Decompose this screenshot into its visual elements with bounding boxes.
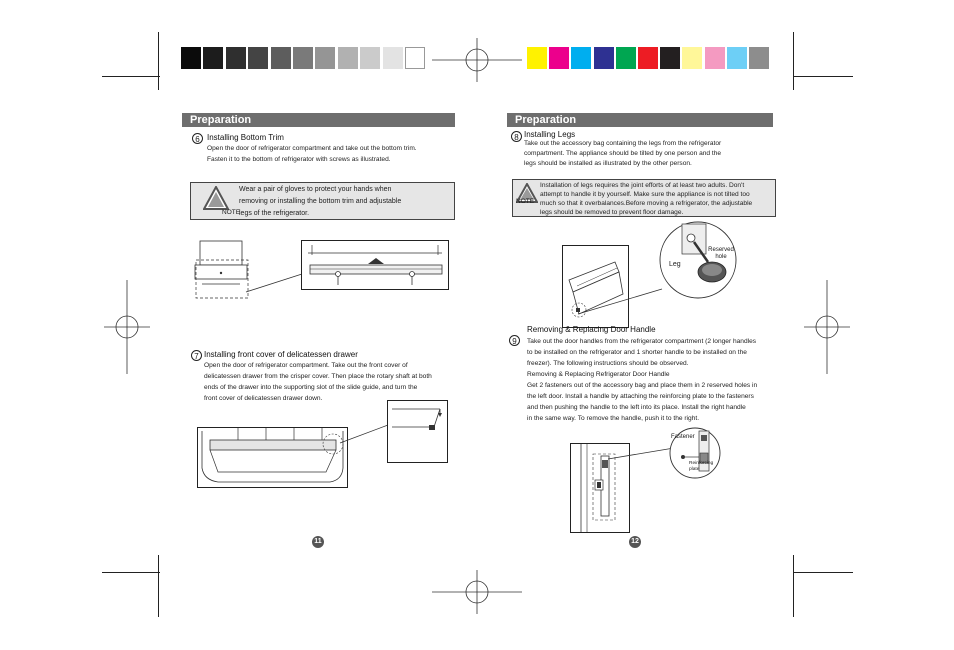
step-8-line: compartment. The appliance should be til… <box>524 150 722 157</box>
page-title-right: Preparation <box>507 113 773 127</box>
gray-swatch <box>360 47 381 69</box>
note-line: much so that it overbalances.Before movi… <box>540 200 753 207</box>
callout-line-leg <box>577 288 663 315</box>
step-9-line: Removing & Replacing Refrigerator Door H… <box>527 371 670 378</box>
step-7-line: Open the door of refrigerator compartmen… <box>204 362 408 369</box>
step-8-heading: Installing Legs <box>524 130 576 139</box>
step-8-line: legs should be installed as illustrated … <box>524 160 692 167</box>
callout-line-trim <box>245 273 303 293</box>
gray-swatch <box>382 47 403 69</box>
gloves-note-text: Wear a pair of gloves to protect your ha… <box>239 184 401 220</box>
color-swatch <box>749 47 769 69</box>
color-swatch <box>549 47 570 69</box>
color-swatch <box>638 47 658 69</box>
step-6-number: 6 <box>192 133 203 144</box>
registration-mark-top <box>432 38 522 82</box>
page-title-left: Preparation <box>182 113 455 127</box>
step-8-text: Take out the accessory bag containing th… <box>524 139 721 169</box>
color-swatch <box>682 47 703 69</box>
step-9-line: to be installed on the refrigerator and … <box>527 349 747 356</box>
step-9-line: Take out the door handles from the refri… <box>527 338 757 345</box>
page-number-left: 11 <box>312 536 324 548</box>
step-7-line: front cover of delicatessen drawer down. <box>204 395 323 402</box>
step-7-line: delicatessen drawer from the crisper cov… <box>204 373 432 380</box>
gray-swatch <box>405 47 425 69</box>
callout-line-drawer <box>339 424 389 444</box>
note-line: removing or installing the bottom trim a… <box>239 198 402 205</box>
gray-swatch <box>293 47 313 69</box>
step-9-text: Take out the door handles from the refri… <box>527 336 757 424</box>
step-9-heading: Removing & Replacing Door Handle <box>527 325 656 334</box>
warning-triangle-icon <box>516 183 538 203</box>
registration-mark-bottom <box>432 570 522 614</box>
note-line: Installation of legs requires the joint … <box>540 182 745 189</box>
reinforcing-plate-label: Reinforcing plate <box>689 461 714 472</box>
step-6-line: Open the door of refrigerator compartmen… <box>207 145 417 152</box>
gloves-note-box: NOTE Wear a pair of gloves to protect yo… <box>190 182 455 220</box>
color-swatch <box>704 47 725 69</box>
bottom-trim-detail-box <box>301 240 449 290</box>
step-9-line: and then pushing the handle to the left … <box>527 404 746 411</box>
step-9-line: Get 2 fasteners out of the accessory bag… <box>527 382 758 389</box>
registration-mark-left <box>104 280 150 374</box>
gray-swatch <box>337 47 358 69</box>
color-swatch <box>726 47 747 69</box>
delicatessen-drawer-illustration <box>197 427 348 488</box>
step-7-number: 7 <box>191 350 202 361</box>
step-9-number: 9 <box>509 335 520 346</box>
step-9-line: in the same way. To remove the handle, p… <box>527 415 700 422</box>
fastener-label: Fastener <box>671 434 695 440</box>
note-line: attempt to handle it by yourself. Make s… <box>540 191 750 198</box>
fridge-bottom-trim-illustration <box>194 240 249 299</box>
drawer-cover-detail-box <box>387 400 448 463</box>
leg-detail-circle <box>659 221 737 299</box>
page-number-right: 12 <box>629 536 641 548</box>
gray-swatch <box>270 47 291 69</box>
handle-detail-circle <box>669 427 721 479</box>
legs-note-text: Installation of legs requires the joint … <box>540 181 752 217</box>
note-label: NOTE <box>222 209 241 216</box>
tilted-fridge-illustration <box>562 245 629 328</box>
color-swatch <box>615 47 636 69</box>
warning-triangle-icon <box>203 186 229 210</box>
note-label: NOTE <box>516 198 535 205</box>
note-line: Wear a pair of gloves to protect your ha… <box>239 186 392 193</box>
gray-swatch <box>225 47 246 69</box>
color-swatch <box>660 47 681 69</box>
step-7-text: Open the door of refrigerator compartmen… <box>204 360 432 404</box>
color-swatch <box>571 47 592 69</box>
gray-swatch <box>248 47 269 69</box>
callout-line-handle <box>607 447 675 460</box>
gray-swatch <box>203 47 224 69</box>
step-8-number: 8 <box>511 131 522 142</box>
color-swatch <box>527 47 547 69</box>
step-6-heading: Installing Bottom Trim <box>207 133 284 142</box>
note-line: legs of the refrigerator. <box>239 210 310 217</box>
step-8-line: Take out the accessory bag containing th… <box>524 140 722 147</box>
gray-swatch <box>315 47 336 69</box>
step-9-line: freezer). The following instructions sho… <box>527 360 689 367</box>
step-9-line: the left door. Install a handle by attac… <box>527 393 754 400</box>
reserved-hole-label: Reserved hole <box>708 247 734 260</box>
gray-swatch <box>181 47 201 69</box>
step-7-heading: Installing front cover of delicatessen d… <box>204 350 358 359</box>
leg-label: Leg <box>669 261 681 268</box>
registration-mark-right <box>804 280 850 374</box>
note-line: legs should be removed to prevent floor … <box>540 209 684 216</box>
door-handle-illustration <box>570 443 630 533</box>
color-swatch <box>593 47 614 69</box>
step-6-line: Fasten it to the bottom of refrigerator … <box>207 156 391 163</box>
step-6-text: Open the door of refrigerator compartmen… <box>207 143 417 165</box>
legs-note-box: NOTE Installation of legs requires the j… <box>512 179 776 217</box>
step-7-line: ends of the drawer into the supporting s… <box>204 384 418 391</box>
